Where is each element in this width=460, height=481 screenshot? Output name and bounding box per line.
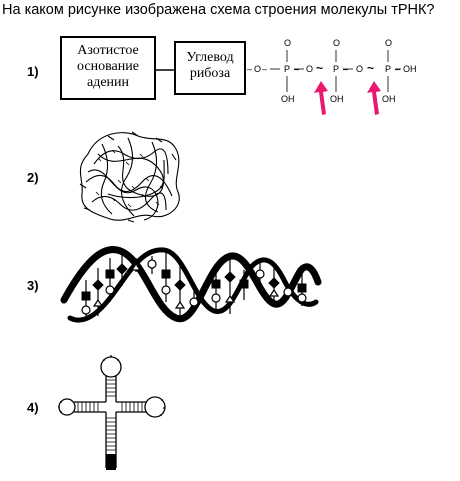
phosphorus-1: P: [284, 64, 291, 74]
option-3-number: 3): [27, 278, 39, 293]
base-line-2: основание: [77, 59, 139, 74]
oxygen-top-3: O: [385, 38, 393, 48]
macroergic-bond-2: ~: [367, 61, 375, 75]
oxygen-3: O: [356, 64, 364, 74]
base-line-3: аденин: [86, 75, 130, 90]
oxygen-2: O: [306, 64, 314, 74]
hydroxyl-bottom-3: OH: [382, 94, 396, 104]
option-4-figure[interactable]: [56, 350, 186, 470]
phosphorus-3: P: [385, 64, 392, 74]
hydroxyl-end: OH: [403, 64, 417, 74]
sugar-line-1: Углевод: [186, 50, 234, 65]
oxygen-1: O: [254, 64, 262, 74]
option-2-number: 2): [27, 170, 39, 185]
hydroxyl-bottom-1: OH: [281, 94, 295, 104]
option-1-number: 1): [27, 64, 39, 79]
base-sugar-bond: [156, 69, 174, 71]
oxygen-top-1: O: [284, 38, 292, 48]
vertical-bonds: [270, 50, 401, 92]
chain-dash: –: [247, 64, 253, 74]
sugar-box: Углевод рибоза: [174, 41, 246, 95]
sugar-line-2: рибоза: [189, 66, 231, 81]
option-3-figure[interactable]: [56, 240, 326, 330]
question-text: На каком рисунке изображена схема строен…: [2, 2, 435, 18]
option-2-figure[interactable]: [68, 124, 188, 229]
oxygen-top-2: O: [333, 38, 341, 48]
macroergic-bond-1: ~: [316, 61, 324, 75]
phosphorus-2: P: [333, 64, 340, 74]
nitrogen-base-box: Азотистое основание аденин: [60, 36, 156, 100]
arrow-up-icon: [367, 81, 381, 115]
hydroxyl-bottom-2: OH: [330, 94, 344, 104]
option-4-number: 4): [27, 400, 39, 415]
base-line-1: Азотистое: [77, 43, 139, 58]
chain-dash: –: [262, 64, 268, 74]
arrow-up-icon: [314, 81, 328, 115]
